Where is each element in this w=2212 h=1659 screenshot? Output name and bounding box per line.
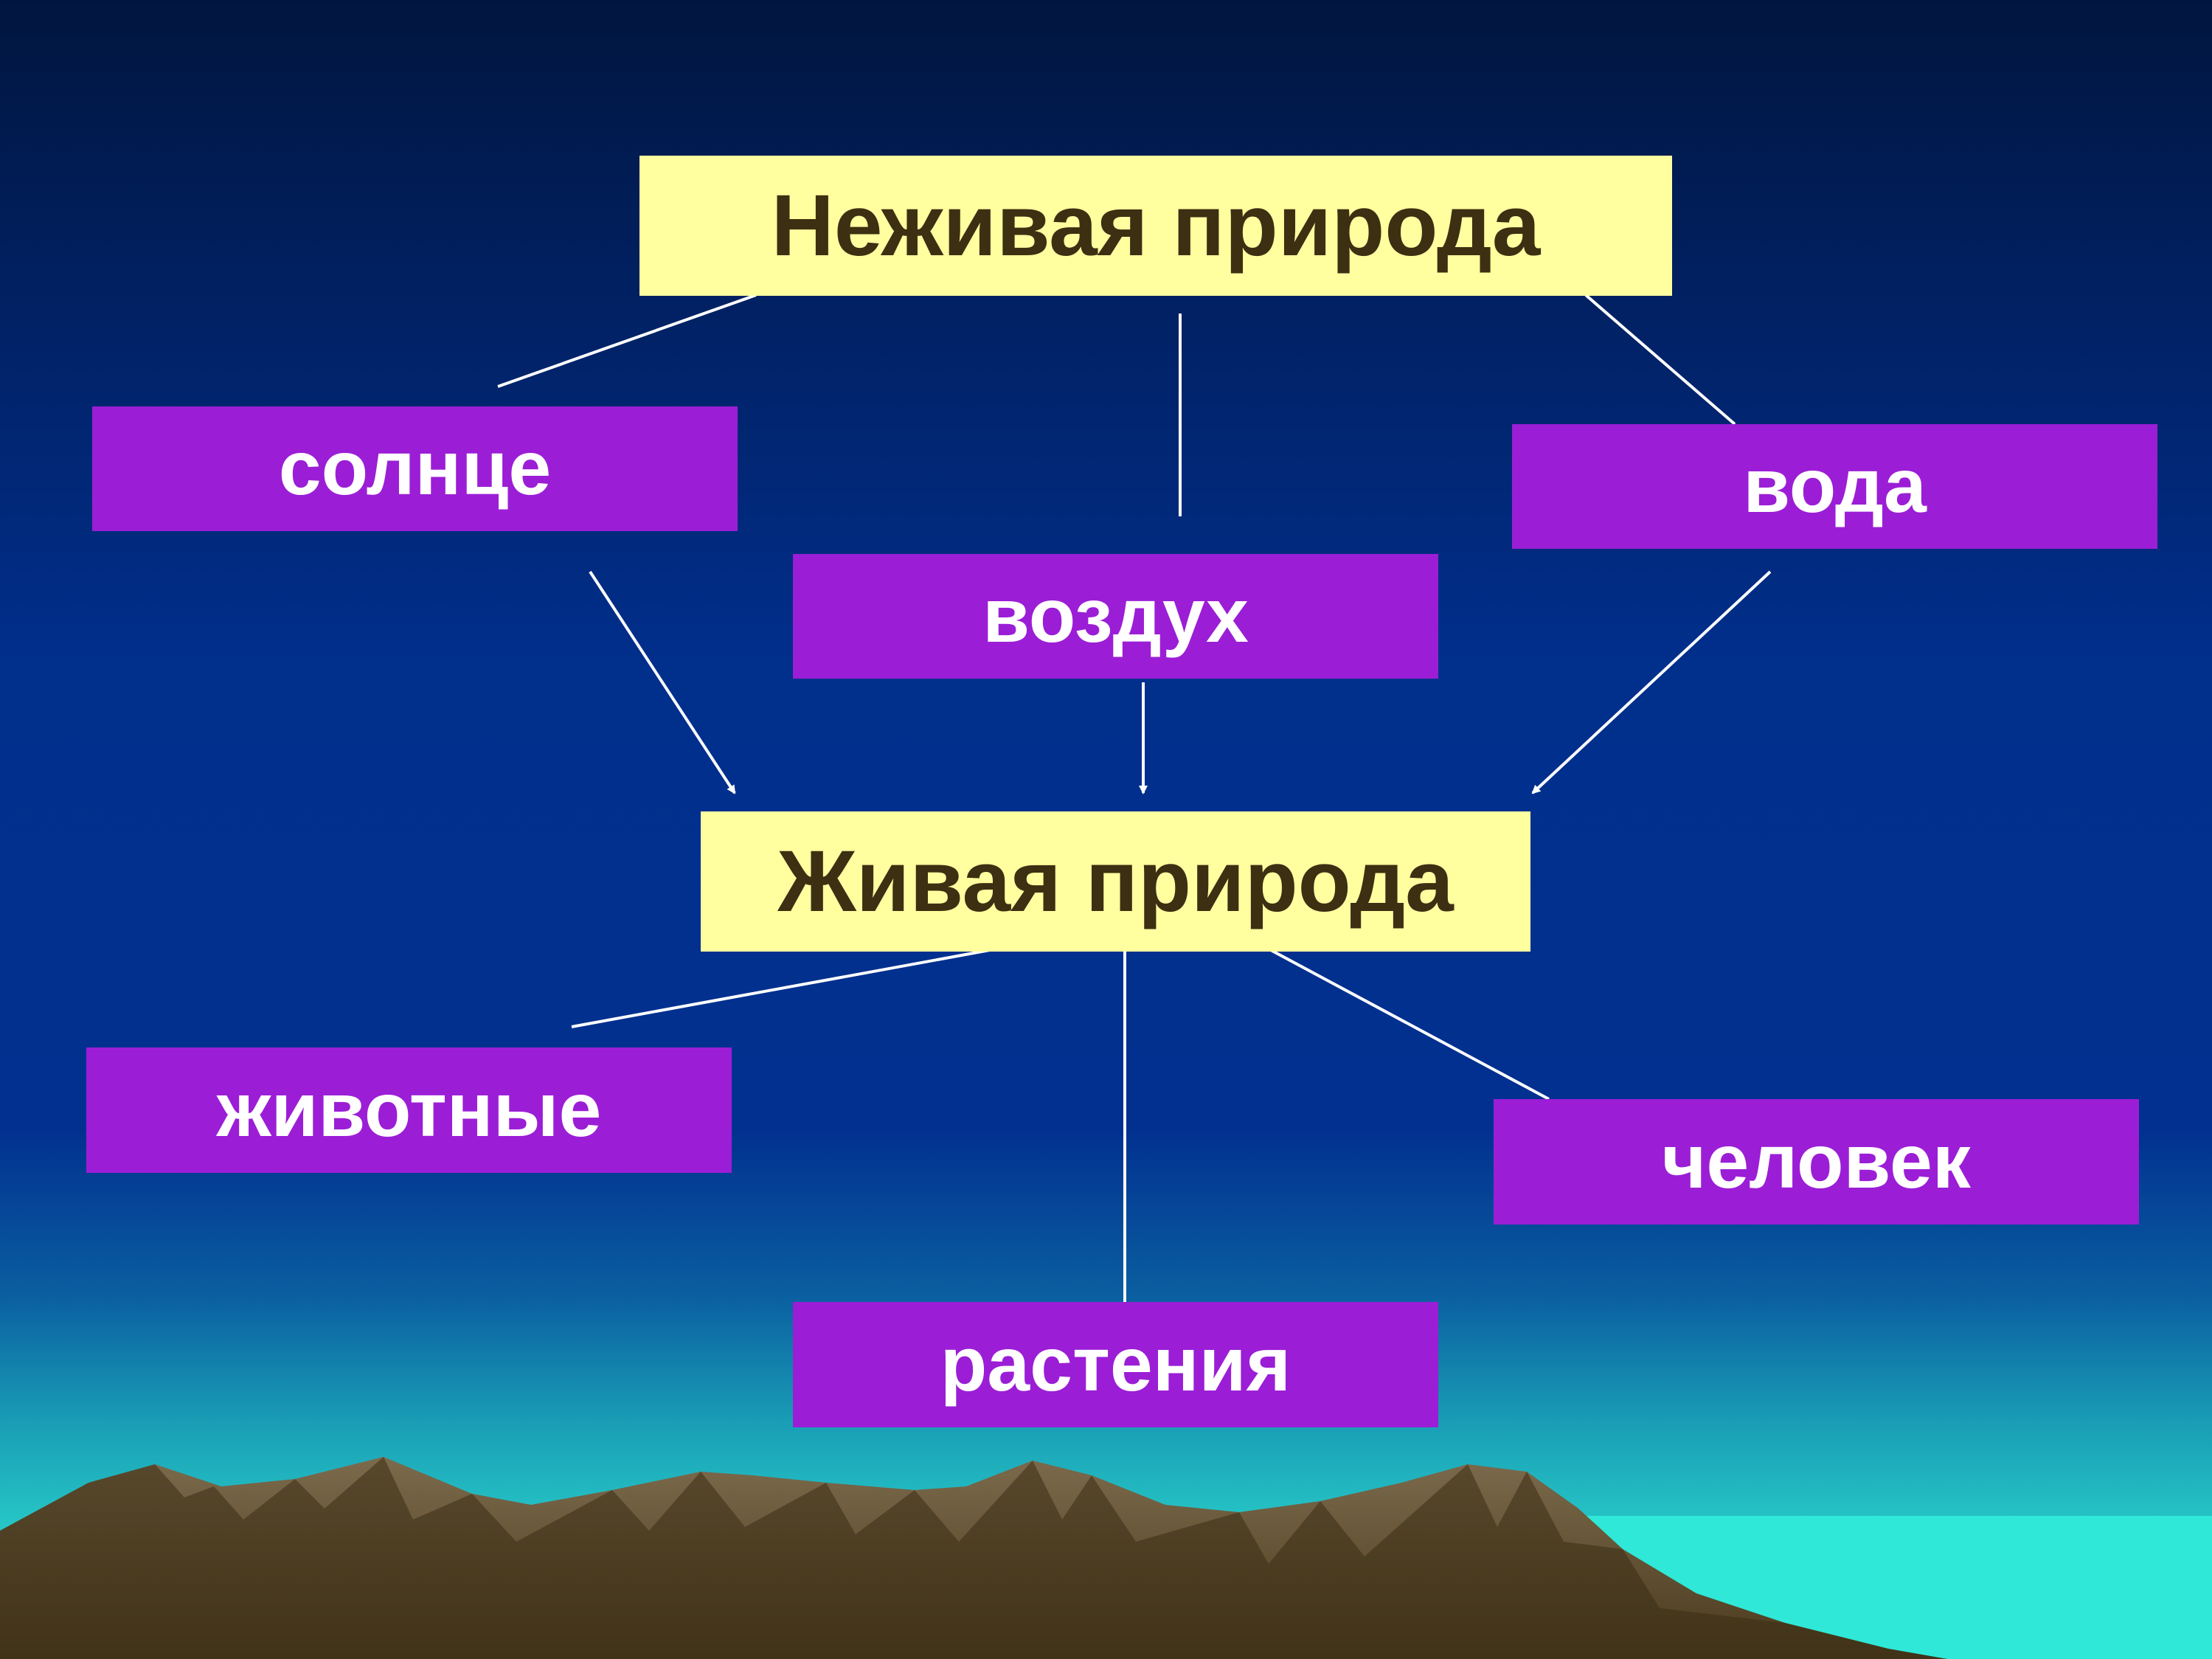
air-box: воздух <box>793 554 1438 679</box>
nonliving-nature-box: Неживая природа <box>639 156 1672 296</box>
water-box: вода <box>1512 424 2157 549</box>
human-label: человек <box>1662 1118 1971 1205</box>
connector-top-to-sun <box>497 294 757 388</box>
arrow-sun-to-living <box>589 570 736 794</box>
sun-box: солнце <box>92 406 738 531</box>
plants-box: растения <box>793 1302 1438 1427</box>
arrow-water-to-living <box>1531 570 1772 794</box>
sun-label: солнце <box>278 426 552 511</box>
connector-top-to-water <box>1584 294 1736 426</box>
mountain-shadows <box>0 1457 1947 1659</box>
air-label: воздух <box>982 573 1249 659</box>
water-label: вода <box>1743 443 1927 529</box>
nonliving-nature-label: Неживая природа <box>771 177 1541 274</box>
animals-box: животные <box>86 1047 732 1173</box>
animals-label: животные <box>216 1067 602 1153</box>
living-nature-label: Живая природа <box>777 833 1454 930</box>
human-box: человек <box>1494 1099 2139 1225</box>
plants-label: растения <box>940 1321 1292 1407</box>
connector-living-to-human <box>1238 932 1550 1101</box>
living-nature-box: Живая природа <box>701 811 1530 952</box>
